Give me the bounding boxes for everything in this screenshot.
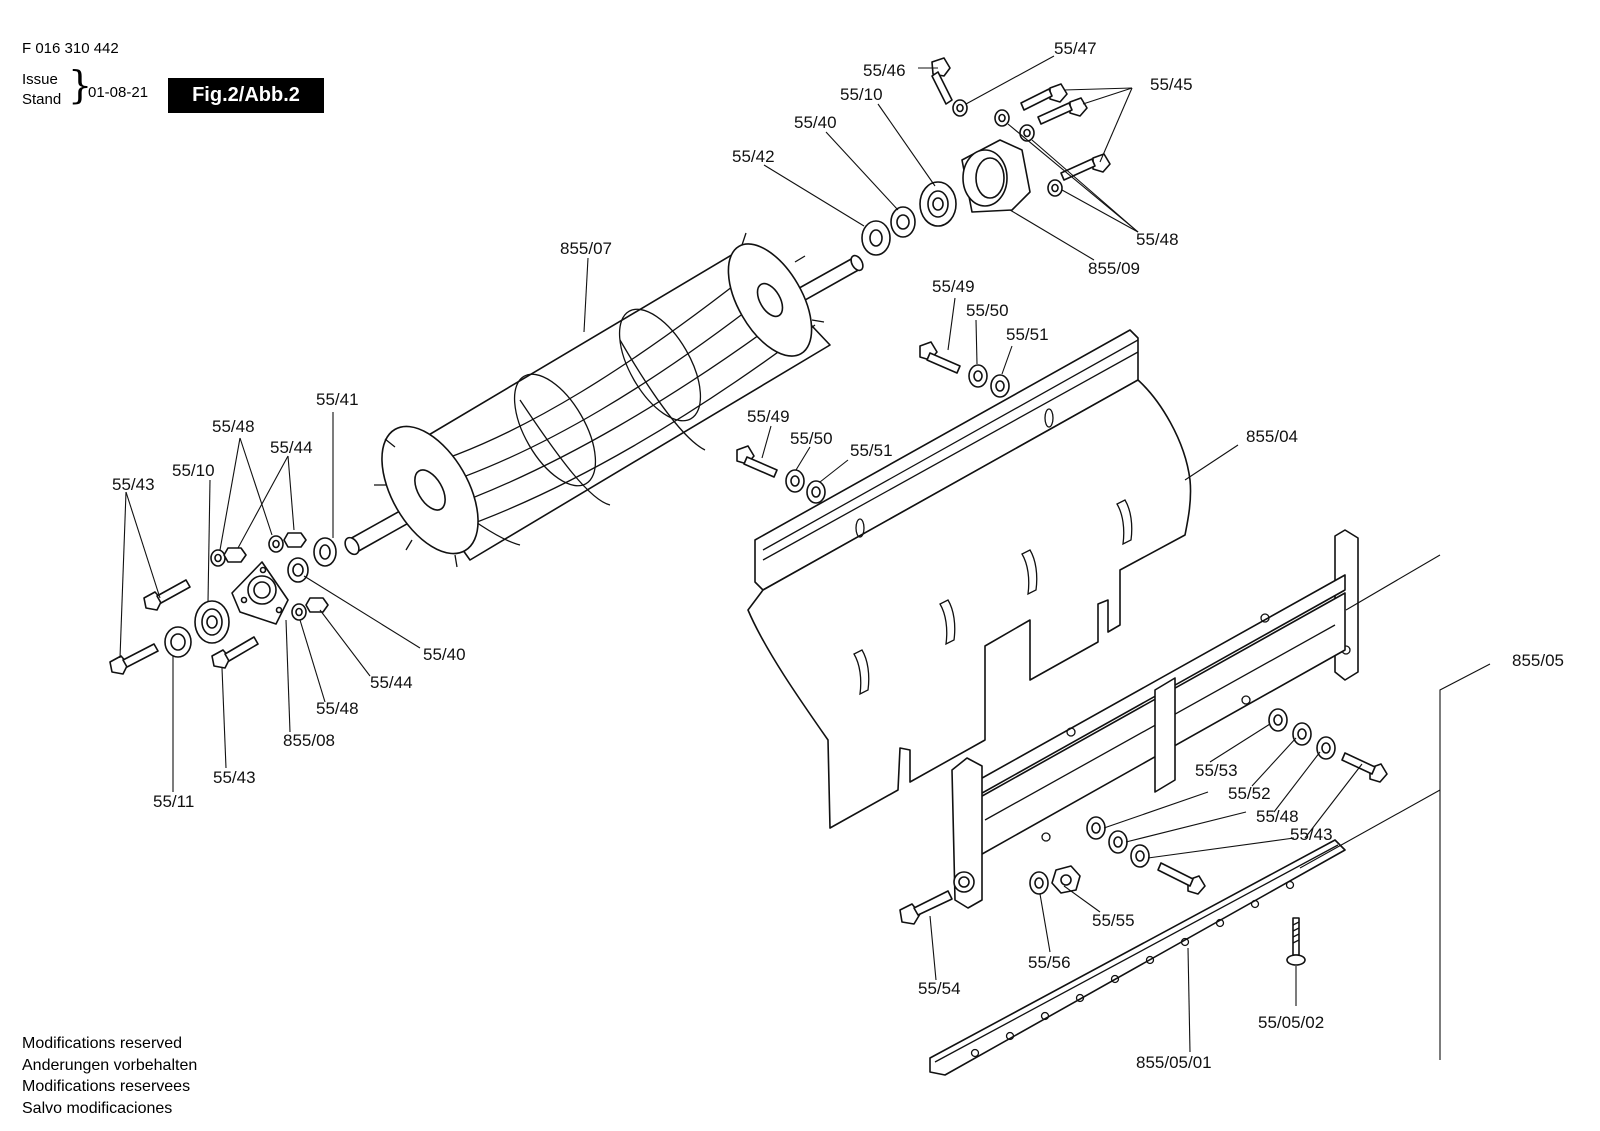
callout-labels: 55/47 55/46 55/45 55/10 55/40 55/42 55/4…: [112, 39, 1564, 1072]
left-bearing-group: [109, 532, 337, 675]
callout-55-44-left: 55/44: [270, 438, 313, 457]
issue-brace: }: [68, 63, 93, 107]
callout-855-05-01: 855/05/01: [1136, 1053, 1212, 1072]
issue-label-de: Stand: [22, 91, 62, 108]
callout-855-07: 855/07: [560, 239, 612, 258]
issue-label-en: Issue: [22, 71, 58, 88]
note-fr: Modifications reservees: [22, 1078, 191, 1095]
issue-date: 01-08-21: [88, 84, 149, 101]
cover-plate: [736, 329, 1192, 829]
callout-855-04: 855/04: [1246, 427, 1298, 446]
callout-55-40-left: 55/40: [423, 645, 466, 664]
callout-855-05: 855/05: [1512, 651, 1564, 670]
callout-55-40-top: 55/40: [794, 113, 837, 132]
callout-55-53: 55/53: [1195, 761, 1238, 780]
callout-55-10-left: 55/10: [172, 461, 215, 480]
callout-55-49-a: 55/49: [932, 277, 975, 296]
cutting-cylinder: [344, 232, 864, 568]
callout-55-44-bot: 55/44: [370, 673, 413, 692]
callout-55-46: 55/46: [863, 61, 906, 80]
note-de: Anderungen vorbehalten: [22, 1056, 198, 1074]
callout-55-50-b: 55/50: [790, 429, 833, 448]
callout-55-50-a: 55/50: [966, 301, 1009, 320]
callout-55-49-b: 55/49: [747, 407, 790, 426]
callout-855-09: 855/09: [1088, 259, 1140, 278]
callout-55-43-right: 55/43: [1290, 825, 1333, 844]
callout-55-47: 55/47: [1054, 39, 1097, 58]
callout-55-05-02: 55/05/02: [1258, 1013, 1324, 1032]
callout-55-48-bot: 55/48: [316, 699, 359, 718]
document-number: F 016 310 442: [22, 40, 119, 57]
callout-55-43-left: 55/43: [112, 475, 155, 494]
callout-55-48-right: 55/48: [1256, 807, 1299, 826]
callout-55-45: 55/45: [1150, 75, 1193, 94]
callout-55-52: 55/52: [1228, 784, 1271, 803]
right-bearing-group: [861, 57, 1111, 256]
callout-55-48-left: 55/48: [212, 417, 255, 436]
callout-55-43-bot: 55/43: [213, 768, 256, 787]
callout-55-10-top: 55/10: [840, 85, 883, 104]
callout-55-54: 55/54: [918, 979, 961, 998]
callout-855-08: 855/08: [283, 731, 335, 750]
callout-55-55: 55/55: [1092, 911, 1135, 930]
callout-55-42: 55/42: [732, 147, 775, 166]
note-en: Modifications reserved: [22, 1035, 183, 1052]
note-es: Salvo modificaciones: [22, 1099, 173, 1117]
leader-lines: [119, 55, 1491, 1060]
callout-55-51-a: 55/51: [1006, 325, 1049, 344]
callout-55-11: 55/11: [153, 792, 194, 811]
callout-55-41: 55/41: [316, 390, 359, 409]
callout-55-56: 55/56: [1028, 953, 1071, 972]
callout-55-48-top: 55/48: [1136, 230, 1179, 249]
figure-badge: Fig.2/Abb.2: [168, 78, 324, 113]
issue-labels: Issue Stand: [22, 70, 61, 110]
bottom-blade-frame: [899, 529, 1388, 1076]
callout-55-51-b: 55/51: [850, 441, 893, 460]
footer-notes: Modifications reserved Anderungen vorbeh…: [22, 1033, 197, 1119]
